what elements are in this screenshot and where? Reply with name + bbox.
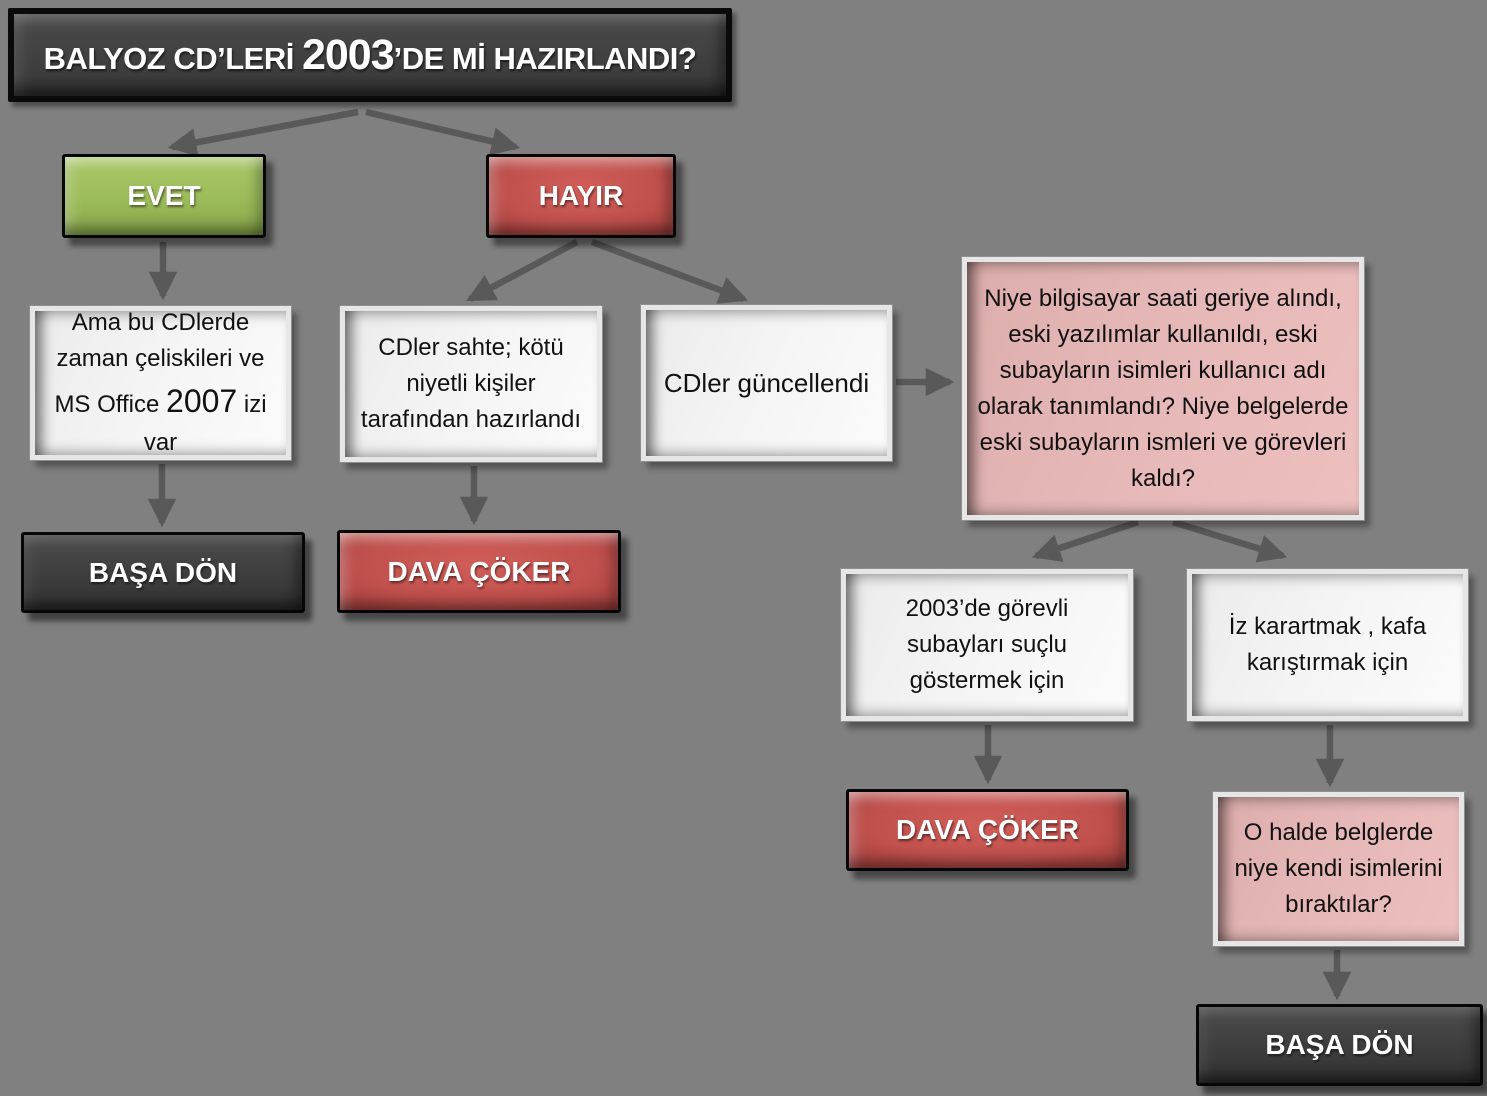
node-basa-don-1: BAŞA DÖN <box>21 532 305 613</box>
arrow-title-to-evet <box>167 108 359 157</box>
node-ama-cd: Ama bu CDlerde zaman çeliskileri ve MS O… <box>30 306 291 460</box>
arrow-hayir-to-guncel <box>590 238 749 304</box>
node-cdler-sahte-text: CDler sahte; kötü niyetli kişiler tarafı… <box>360 334 582 433</box>
title-box: BALYOZ CD’LERİ 2003’DE Mİ HAZIRLANDI? <box>8 8 732 102</box>
node-ama-cd-year: 2007 <box>166 383 238 419</box>
node-ama-cd-part1: Ama bu CDlerde zaman çeliskileri ve MS O… <box>54 309 265 418</box>
node-gorevli-subaylar-text: 2003’de görevli subayları suçlu gösterme… <box>905 595 1069 694</box>
node-cdler-guncellendi-text: CDler güncellendi <box>663 367 870 398</box>
node-evet: EVET <box>62 154 266 238</box>
node-dava-coker-1: DAVA ÇÖKER <box>337 530 621 613</box>
node-iz-karartmak: İz karartmak , kafa karıştırmak için <box>1187 569 1468 721</box>
node-niye-sorusu-text: Niye bilgisayar saati geriye alındı, esk… <box>977 284 1349 492</box>
node-basa-don-2: BAŞA DÖN <box>1196 1004 1483 1086</box>
arrow-niye-to-gorevli <box>1031 518 1140 562</box>
node-o-halde-text: O halde belglerde niye kendi isimlerini … <box>1234 819 1443 918</box>
node-ama-cd-part2: izi var <box>143 391 267 456</box>
title-part2: ’DE Mİ HAZIRLANDI? <box>393 40 697 76</box>
node-dava-coker-2-label: DAVA ÇÖKER <box>895 814 1080 845</box>
arrow-niye-to-iz <box>1172 518 1288 563</box>
node-iz-karartmak-text: İz karartmak , kafa karıştırmak için <box>1228 613 1427 676</box>
node-ama-cd-text: Ama bu CDlerde zaman çeliskileri ve MS O… <box>43 305 278 461</box>
arrow-hayir-to-sahte <box>466 239 579 302</box>
node-cdler-sahte: CDler sahte; kötü niyetli kişiler tarafı… <box>340 306 602 462</box>
title-part1: BALYOZ CD’LERİ <box>43 40 302 76</box>
node-gorevli-subaylar: 2003’de görevli subayları suçlu gösterme… <box>841 569 1133 721</box>
node-hayir: HAYIR <box>486 154 676 238</box>
node-evet-label: EVET <box>127 180 201 211</box>
node-o-halde: O halde belglerde niye kendi isimlerini … <box>1213 792 1464 946</box>
title-year: 2003 <box>301 30 395 79</box>
node-dava-coker-2: DAVA ÇÖKER <box>846 789 1129 871</box>
title-text: BALYOZ CD’LERİ 2003’DE Mİ HAZIRLANDI? <box>44 31 697 80</box>
arrow-title-to-hayir <box>365 108 521 156</box>
node-dava-coker-1-label: DAVA ÇÖKER <box>387 555 571 587</box>
node-basa-don-2-label: BAŞA DÖN <box>1265 1029 1414 1060</box>
node-cdler-guncellendi: CDler güncellendi <box>641 305 892 461</box>
node-niye-sorusu: Niye bilgisayar saati geriye alındı, esk… <box>962 257 1364 520</box>
node-hayir-label: HAYIR <box>538 180 624 211</box>
node-basa-don-1-label: BAŞA DÖN <box>88 556 238 588</box>
